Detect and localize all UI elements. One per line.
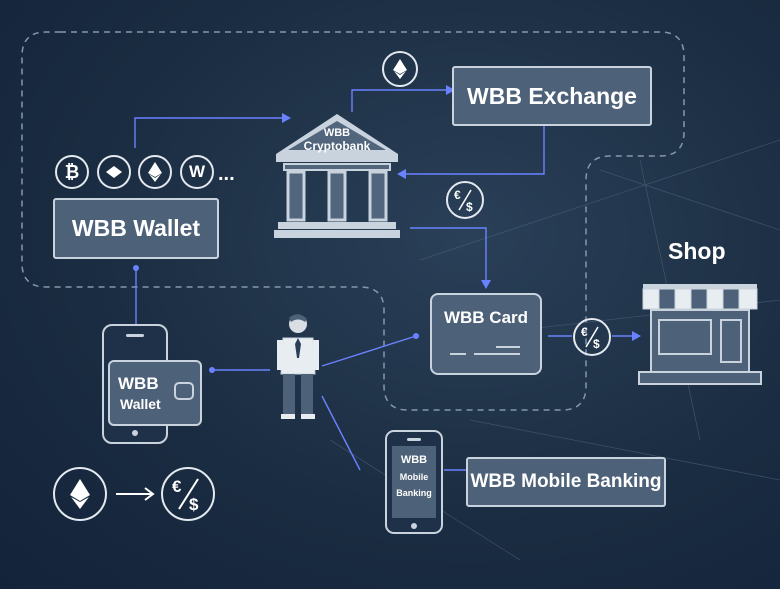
svg-text:€: € <box>581 325 588 339</box>
phone-home-button <box>411 523 417 529</box>
bank-label-line2: Cryptobank <box>303 139 371 153</box>
wbb-coin-icon: W <box>180 155 214 189</box>
wbb-exchange-box[interactable]: WBB Exchange <box>452 66 652 126</box>
svg-text:€: € <box>454 188 461 202</box>
card-stripe <box>450 353 466 355</box>
mobile-banking-phone[interactable]: WBB Mobile Banking <box>385 430 443 534</box>
currency-exchange-icon: €$ <box>446 181 484 219</box>
waves-icon <box>97 155 131 189</box>
phone-speaker <box>126 334 144 337</box>
phone-speaker <box>407 438 421 441</box>
ethereum-icon <box>53 467 107 521</box>
ethereum-icon <box>138 155 172 189</box>
wbb-wallet-label: WBB Wallet <box>71 215 201 241</box>
mobile-line2: Mobile <box>399 472 429 482</box>
wbb-card[interactable]: WBB Card <box>430 293 542 375</box>
wbb-mobile-banking-box[interactable]: WBB Mobile Banking <box>466 457 666 507</box>
phone-home-button <box>132 430 138 436</box>
shop-label: Shop <box>668 238 726 264</box>
wbb-wallet-box[interactable]: WBB Wallet <box>53 198 219 259</box>
wbb-exchange-label: WBB Exchange <box>467 82 637 109</box>
svg-text:€: € <box>172 477 182 496</box>
card-stripe <box>496 346 520 348</box>
wallet-icon: WBB Wallet <box>108 360 202 426</box>
person-icon <box>277 314 319 419</box>
svg-text:$: $ <box>466 200 473 214</box>
mobile-line3: Banking <box>396 488 432 498</box>
wallet-line1: WBB <box>118 374 159 393</box>
arrow-right-icon <box>116 487 155 501</box>
svg-text:$: $ <box>189 495 199 514</box>
wbb-card-label: WBB Card <box>443 308 529 327</box>
bitcoin-icon: ₿ <box>55 155 89 189</box>
card-stripe <box>474 353 520 355</box>
bank-building-icon[interactable] <box>272 112 402 240</box>
wallet-clasp <box>174 382 194 400</box>
shop-icon[interactable] <box>637 282 763 386</box>
phone-screen: WBB Mobile Banking <box>392 446 436 518</box>
currency-exchange-icon: €$ <box>573 318 611 356</box>
currency-exchange-icon: €$ <box>161 467 215 521</box>
more-coins: ... <box>218 163 235 185</box>
bank-label-line1: WBB <box>323 127 351 139</box>
svg-text:$: $ <box>593 337 600 351</box>
wbb-mobile-banking-label: WBB Mobile Banking <box>470 471 662 492</box>
mobile-line1: WBB <box>400 454 428 466</box>
ethereum-icon <box>382 51 418 87</box>
wallet-line2: Wallet <box>120 396 161 412</box>
